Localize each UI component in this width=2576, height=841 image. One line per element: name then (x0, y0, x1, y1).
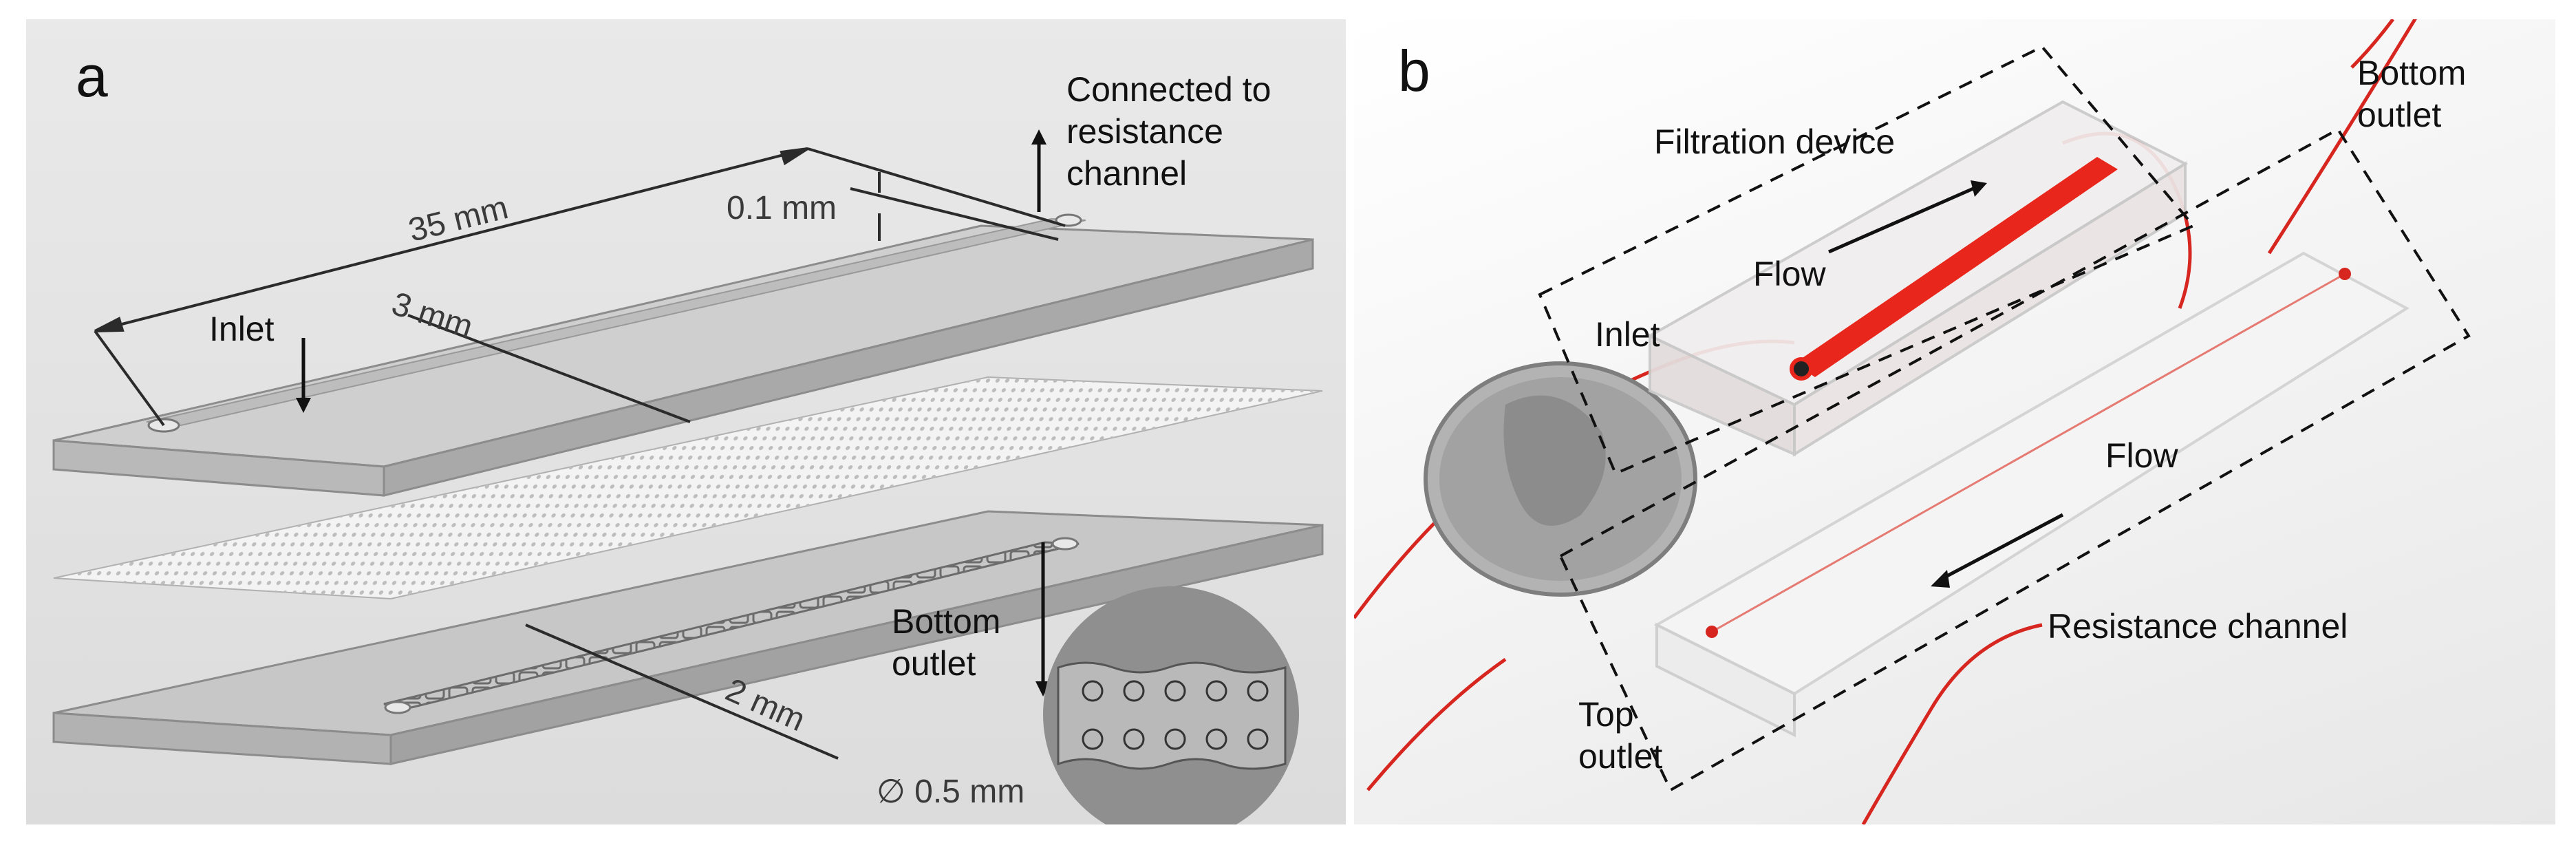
inlet-label: Inlet (1595, 315, 1660, 354)
depth-01mm-label: 0.1 mm (727, 190, 837, 226)
flow-label-top: Flow (1753, 255, 1826, 293)
flow-arrow-icon (1827, 180, 1987, 254)
flow-arrow-icon (1931, 513, 2064, 588)
red-filter-channel (1794, 157, 2118, 377)
panel-letter-a: a (76, 44, 108, 109)
dashed-boxes (1538, 45, 2471, 792)
panel-letter-b: b (1398, 39, 1430, 103)
resistance-channel-box (1558, 127, 2471, 792)
resistance-channel-label: Resistance channel (2048, 607, 2348, 646)
device-photo-drawing (1354, 19, 2471, 824)
filtration-device-label: Filtration device (1654, 123, 1896, 161)
inlet-label: Inlet (209, 310, 275, 348)
resistance-channel (1653, 251, 2409, 738)
connected-to-resistance-label: Connected to resistance channel (1066, 70, 1271, 193)
bottom-inlet-port-icon (384, 701, 411, 714)
magnified-inset (1043, 586, 1299, 824)
filter-membrane (53, 376, 1323, 600)
panel-a-exploded-diagram: a Connected to resistance channel 35 mm … (26, 19, 1346, 824)
exploded-view-drawing (52, 129, 1324, 824)
diameter-label: ∅ 0.5 mm (877, 774, 1025, 810)
coin-icon (1424, 361, 1697, 597)
top-outlet-label: Top outlet (1578, 695, 1663, 776)
bottom-outlet-label: Bottom outlet (2357, 54, 2467, 134)
bottom-plate (52, 510, 1324, 765)
filtration-device (1646, 100, 2189, 457)
panel-b-photo: b Filtration device Bottom outlet Flow I… (1354, 19, 2555, 824)
bottom-outlet-port-icon (1051, 537, 1079, 551)
dimension-lines (94, 147, 1128, 796)
bottom-outlet-label: Bottom outlet (892, 602, 1001, 683)
top-port-icon (1055, 213, 1082, 227)
top-plate (52, 213, 1314, 497)
arrow-down-icon (296, 338, 311, 413)
flow-label-bottom: Flow (2105, 436, 2178, 475)
arrow-up-icon (1031, 129, 1046, 212)
